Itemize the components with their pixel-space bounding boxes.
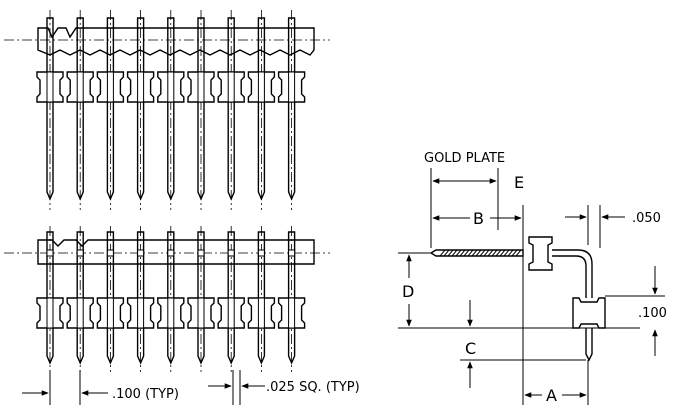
front-header-body xyxy=(37,239,315,265)
top-pin xyxy=(197,17,205,201)
front-pin-square xyxy=(46,249,54,257)
top-insulator-pin xyxy=(106,71,114,103)
side-insulator-vertical xyxy=(572,297,606,329)
hatch-line xyxy=(439,249,446,257)
dim-a-label: A xyxy=(546,386,557,405)
front-pin xyxy=(227,231,235,365)
top-insulator-pin xyxy=(288,71,296,103)
hatch-line xyxy=(503,249,510,257)
front-pin-square xyxy=(227,249,235,257)
top-pin xyxy=(46,17,54,201)
front-pin xyxy=(257,231,266,365)
front-pin xyxy=(197,231,205,365)
front-view: .100 (TYP) .025 SQ. (TYP) xyxy=(4,226,360,405)
front-pin xyxy=(167,231,175,365)
dim-050-label: .050 xyxy=(632,211,661,226)
top-pin xyxy=(136,17,145,201)
dim-b-label: B xyxy=(473,209,484,228)
front-insulator-pin xyxy=(167,297,175,329)
pin-size-label: .025 SQ. (TYP) xyxy=(266,380,360,395)
front-insulator-pin xyxy=(257,297,265,329)
front-insulator-pin xyxy=(106,297,114,329)
top-insulator-pin xyxy=(76,71,84,103)
hatch-line xyxy=(511,249,518,257)
top-header-body xyxy=(37,27,315,56)
hatch-line xyxy=(443,249,450,257)
front-pin xyxy=(136,231,145,365)
front-pin-square xyxy=(257,249,265,257)
top-pin xyxy=(287,17,296,201)
front-pin xyxy=(46,231,54,365)
hatch-line xyxy=(507,249,514,257)
hatch-line xyxy=(467,249,474,257)
front-insulator-pin xyxy=(227,297,235,329)
dim-d-label: D xyxy=(402,282,414,301)
hatch-line xyxy=(499,249,506,257)
dim-100-label: .100 xyxy=(638,306,667,321)
dim-c-label: C xyxy=(465,339,476,358)
hatch-line xyxy=(475,249,482,257)
top-pins xyxy=(46,10,296,210)
front-insulator-pin xyxy=(137,297,145,329)
side-insulator-horizontal xyxy=(528,236,553,271)
hatch-line xyxy=(455,249,462,257)
hatch-line xyxy=(495,249,502,257)
top-insulator-pin xyxy=(46,71,54,103)
horizontal-pin xyxy=(429,249,524,257)
top-pin xyxy=(227,17,235,201)
hatch-line xyxy=(479,249,486,257)
dim-e-label: E xyxy=(514,173,524,192)
top-insulators xyxy=(36,71,306,103)
top-insulator-pin xyxy=(227,71,235,103)
hatch-line xyxy=(463,249,470,257)
top-view xyxy=(4,10,330,210)
top-insulator-pin xyxy=(197,71,205,103)
top-pin xyxy=(257,17,266,201)
front-pin xyxy=(106,231,115,365)
top-insulator-pin xyxy=(257,71,265,103)
side-view: GOLD PLATE E B .050 xyxy=(398,151,667,405)
bent-leg xyxy=(552,249,593,298)
top-insulator-pin xyxy=(137,71,145,103)
front-insulator-pin xyxy=(46,297,54,329)
front-pin-square xyxy=(106,249,114,257)
hatch-line xyxy=(447,249,454,257)
hatch-line xyxy=(483,249,490,257)
front-pin-square xyxy=(288,249,296,257)
hatch-line xyxy=(491,249,498,257)
front-pin xyxy=(76,231,84,365)
front-pins xyxy=(46,226,296,372)
top-insulator-pin xyxy=(167,71,175,103)
hatch-line xyxy=(515,249,522,257)
front-insulators xyxy=(36,297,306,329)
front-insulator-pin xyxy=(288,297,296,329)
top-pin xyxy=(76,17,84,201)
vertical-pin xyxy=(585,328,593,362)
front-insulator-pin xyxy=(76,297,84,329)
pitch-label: .100 (TYP) xyxy=(112,387,179,402)
hatch-line xyxy=(451,249,458,257)
front-pin-square xyxy=(137,249,145,257)
front-pin-square xyxy=(167,249,175,257)
front-pin xyxy=(287,231,296,365)
front-insulator-pin xyxy=(197,297,205,329)
top-pin xyxy=(106,17,115,201)
front-pin-square xyxy=(197,249,205,257)
gold-plate-hatch xyxy=(439,249,522,257)
gold-plate-label: GOLD PLATE xyxy=(424,151,505,166)
hatch-line xyxy=(459,249,466,257)
front-pin-square xyxy=(76,249,84,257)
hatch-line xyxy=(471,249,478,257)
hatch-line xyxy=(487,249,494,257)
top-pin xyxy=(167,17,175,201)
